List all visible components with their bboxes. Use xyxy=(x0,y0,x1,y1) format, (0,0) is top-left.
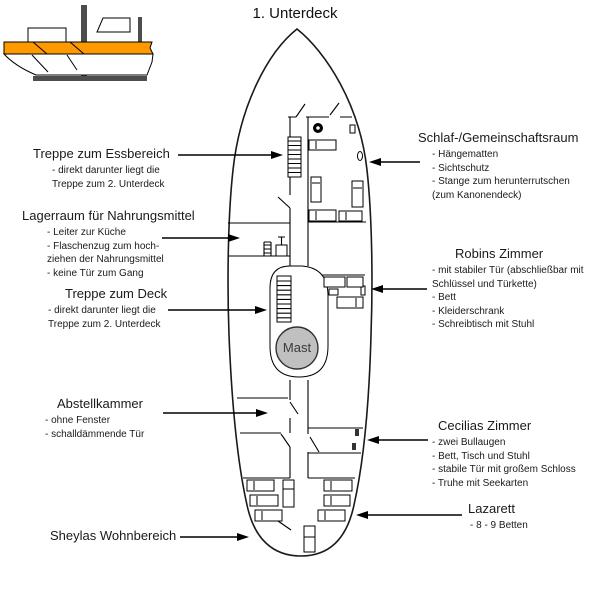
label-details: - ohne Fenster - schalldämmende Tür xyxy=(45,415,145,440)
bed xyxy=(323,494,351,507)
staircase-essbereich xyxy=(287,136,302,178)
leader-arrows xyxy=(162,151,462,541)
label-schlaf-gemeinschaftsraum: Schlaf-/Gemeinschaftsraum - Hängematten … xyxy=(418,130,578,202)
hull-hatch-lines xyxy=(31,41,85,73)
porthole-icon xyxy=(357,151,363,161)
bed xyxy=(310,176,322,203)
bed xyxy=(323,479,353,492)
bed xyxy=(351,180,364,208)
lagerraum-icons xyxy=(263,236,288,257)
label-details: - 8 - 9 Betten xyxy=(470,520,528,531)
deck-fitting-dot xyxy=(313,123,323,133)
label-robins-zimmer: Robins Zimmer - mit stabiler Tür (abschl… xyxy=(432,246,584,332)
robins-zimmer-furniture xyxy=(323,276,364,309)
bed xyxy=(317,509,346,522)
pulley-icon xyxy=(275,236,288,257)
label-heading: Robins Zimmer xyxy=(455,246,544,261)
label-heading: Treppe zum Deck xyxy=(65,286,168,301)
stern-ladder xyxy=(282,479,295,508)
wardrobe xyxy=(346,276,364,288)
deckhouse-aft xyxy=(96,17,131,33)
label-details: - mit stabiler Tür (abschließbar mit Sch… xyxy=(432,265,584,330)
label-details: - Hängematten - Sichtschutz - Stange zum… xyxy=(432,149,570,201)
label-cecilias-zimmer: Cecilias Zimmer - zwei Bullaugen - Bett,… xyxy=(432,418,576,490)
label-heading: Schlaf-/Gemeinschaftsraum xyxy=(418,130,579,145)
label-heading: Lazarett xyxy=(468,501,515,516)
ship-side-view-locator xyxy=(3,5,154,81)
aft-mast xyxy=(138,17,142,45)
lower-hull xyxy=(3,53,154,76)
chair xyxy=(328,288,339,296)
label-heading: Abstellkammer xyxy=(57,396,143,411)
label-heading: Cecilias Zimmer xyxy=(438,418,532,433)
label-lagerraum: Lagerraum für Nahrungsmittel - Leiter zu… xyxy=(22,208,195,280)
label-details: - Leiter zur Küche - Flaschenzug zum hoc… xyxy=(47,227,164,279)
label-heading: Sheylas Wohnbereich xyxy=(50,528,177,543)
staircase-deck-steps xyxy=(277,280,291,319)
mast-enclosure: Mast xyxy=(269,265,329,378)
label-treppe-zum-deck: Treppe zum Deck - direkt darunter liegt … xyxy=(48,286,168,331)
bed xyxy=(308,209,337,222)
bed xyxy=(246,479,275,492)
hull-opening xyxy=(349,124,356,134)
keel xyxy=(33,76,147,81)
label-treppe-zum-essbereich: Treppe zum Essbereich - direkt darunter … xyxy=(33,146,170,191)
highlighted-deck-stripe xyxy=(3,41,154,55)
porthole-icons xyxy=(349,124,366,450)
label-abstellkammer: Abstellkammer - ohne Fenster - schalldäm… xyxy=(45,396,144,441)
label-details: - zwei Bullaugen - Bett, Tisch und Stuhl… xyxy=(432,437,576,489)
bed xyxy=(249,494,279,507)
porthole-icon xyxy=(355,429,359,436)
stern-shaft xyxy=(303,525,316,553)
mast-label: Mast xyxy=(283,340,312,355)
bed xyxy=(254,509,283,522)
schlafraum-beds xyxy=(308,139,364,222)
label-lazarett: Lazarett - 8 - 9 Betten xyxy=(468,501,528,533)
lazarett-beds xyxy=(246,479,353,553)
bed xyxy=(338,210,363,222)
desk xyxy=(323,276,346,288)
bed xyxy=(308,139,337,151)
label-heading: Lagerraum für Nahrungsmittel xyxy=(22,208,195,223)
label-heading: Treppe zum Essbereich xyxy=(33,146,170,161)
page-title: 1. Unterdeck xyxy=(252,5,338,22)
mast-circle xyxy=(275,326,319,370)
porthole-icon xyxy=(352,443,356,450)
interior-walls xyxy=(228,102,366,531)
label-details: - direkt darunter liegt die Treppe zum 2… xyxy=(52,165,165,190)
label-sheylas-wohnbereich: Sheylas Wohnbereich xyxy=(50,528,176,543)
locator-ship xyxy=(3,5,154,81)
bed xyxy=(336,296,364,309)
label-details: - direkt darunter liegt die Treppe zum 2… xyxy=(48,305,161,330)
ladder-icon xyxy=(263,241,272,256)
